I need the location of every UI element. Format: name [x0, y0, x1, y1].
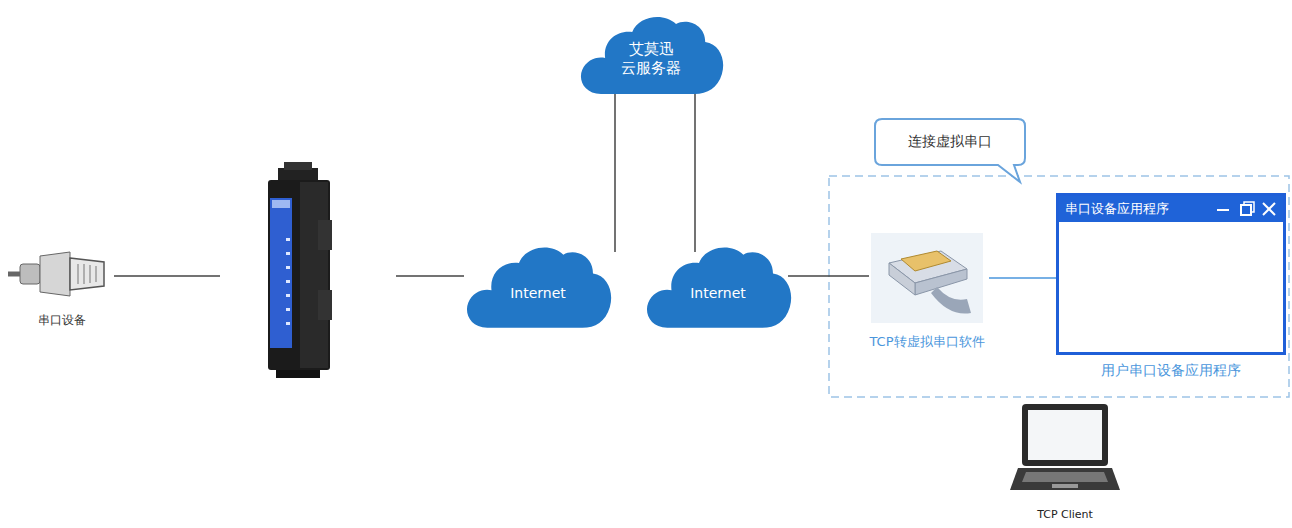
led	[286, 238, 290, 241]
laptop-label: TCP Client	[1000, 508, 1130, 521]
laptop-icon	[1008, 402, 1122, 498]
led	[286, 322, 290, 325]
db9-connector	[8, 248, 116, 304]
cloud-label: Internet	[690, 285, 746, 301]
connector	[694, 92, 696, 252]
tcp-client-laptop: TCP Client	[1000, 402, 1130, 524]
window-controls	[1213, 200, 1279, 218]
serial-device: 串口设备	[8, 248, 116, 332]
cloud-label: 艾莫迅 云服务器	[620, 40, 682, 78]
led	[286, 266, 290, 269]
callout-text: 连接虚拟串口	[908, 133, 992, 151]
virtual-serial-software: TCP转虚拟串口软件	[857, 233, 997, 355]
wire	[114, 275, 220, 277]
internet-cloud: Internet	[644, 238, 792, 332]
connector	[788, 275, 869, 277]
wire	[396, 275, 464, 277]
internet-cloud: Internet	[464, 238, 612, 332]
software-label: TCP转虚拟串口软件	[857, 333, 997, 351]
gateway-device	[268, 162, 332, 378]
callout-bubble: 连接虚拟串口	[874, 118, 1026, 170]
led	[286, 280, 290, 283]
app-window: 串口设备应用程序用户串口设备应用程序	[1056, 193, 1286, 355]
window-caption: 用户串口设备应用程序	[1039, 362, 1292, 380]
cloud-label: Internet	[510, 285, 566, 301]
led	[286, 252, 290, 255]
connector	[989, 277, 1056, 279]
window-title: 串口设备应用程序	[1065, 200, 1169, 218]
led	[286, 308, 290, 311]
led	[286, 294, 290, 297]
device-label: 串口设备	[8, 312, 116, 329]
window-titlebar: 串口设备应用程序	[1059, 196, 1283, 222]
led-column	[286, 238, 290, 325]
cloud-server: 艾莫迅 云服务器	[578, 8, 724, 98]
software-icon	[871, 233, 983, 323]
connector	[614, 92, 616, 252]
